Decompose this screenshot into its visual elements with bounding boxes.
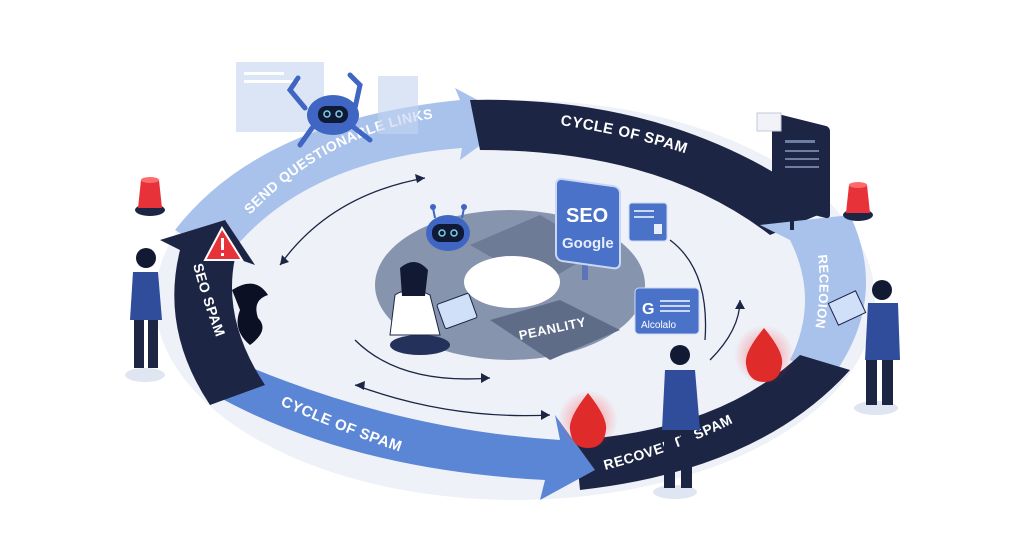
tablet-icon-right — [827, 290, 867, 326]
ring-segment-cycle-bottom — [215, 365, 595, 500]
arrowheads — [280, 174, 745, 420]
person-right — [827, 280, 900, 415]
siren-icon-right — [843, 182, 873, 221]
shadow-creature — [232, 283, 268, 345]
center-hole — [464, 256, 560, 308]
document-card-icon — [628, 202, 668, 242]
ring-segment-reception — [760, 215, 866, 380]
seo-google-sign: SEO Google — [555, 177, 621, 280]
sign-seo-text: SEO — [566, 205, 608, 227]
label-reception: RECEOION — [812, 254, 831, 330]
robot-icon — [426, 204, 470, 251]
badge-text: Alcolalo — [641, 320, 676, 331]
spider-robot-icon — [286, 72, 373, 148]
algorithm-badge: G Alcolalo — [634, 287, 700, 335]
siren-icon-left — [135, 177, 165, 216]
person-crouching — [389, 261, 478, 355]
droplet-icon-left — [558, 390, 618, 450]
badge-g-letter: G — [642, 301, 654, 318]
person-left — [125, 248, 165, 382]
person-center — [653, 345, 700, 499]
droplet-icon-right — [734, 325, 794, 385]
tablet-icon — [436, 293, 478, 329]
ring-segment-send-links — [175, 88, 515, 260]
sign-google-text: Google — [562, 235, 614, 252]
monitor-icon — [756, 112, 830, 230]
ring-segment-cycle-top — [470, 99, 830, 236]
warning-icon — [203, 226, 244, 261]
ring-segment-seo-spam — [160, 220, 265, 405]
ring-segment-recovery — [575, 355, 850, 490]
